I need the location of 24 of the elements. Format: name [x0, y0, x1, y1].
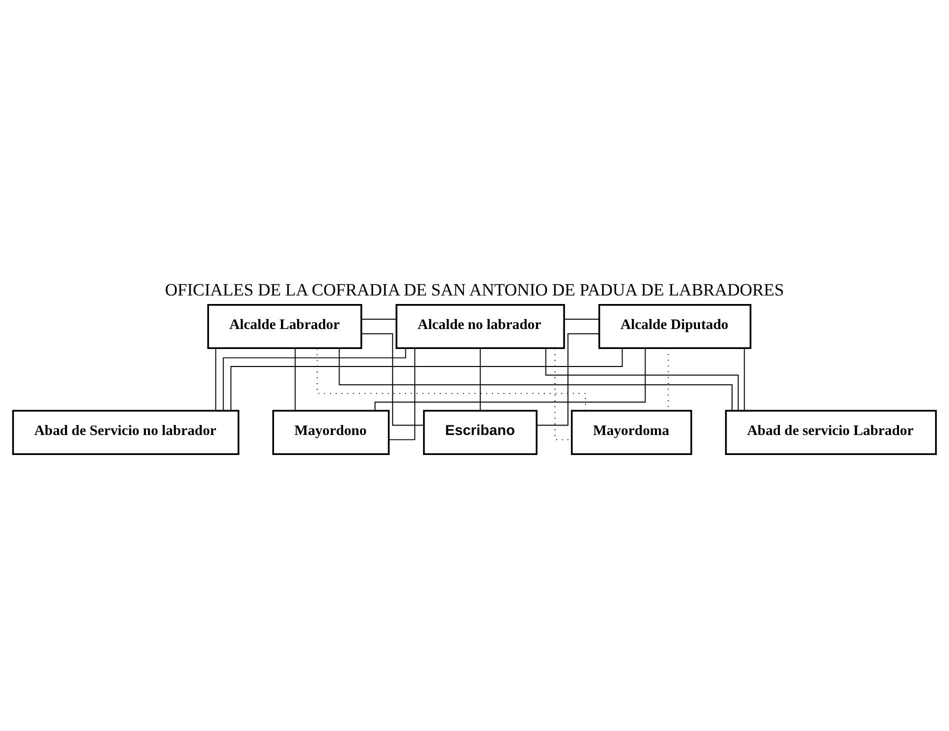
connector [545, 347, 739, 410]
node-box: Mayordoma [570, 409, 692, 455]
connector [222, 347, 406, 410]
connector [316, 347, 586, 411]
node-box: Escribano [423, 409, 538, 455]
connector [360, 318, 397, 320]
node-box: Alcalde Labrador [207, 303, 362, 349]
node-box: Mayordono [272, 409, 390, 455]
node-box: Alcalde Diputado [598, 303, 752, 349]
connector [294, 347, 296, 410]
diagram-title: OFICIALES DE LA COFRADIA DE SAN ANTONIO DE PADUA DE LABRADORES [164, 280, 784, 300]
connector [480, 347, 481, 410]
connector [360, 332, 424, 426]
node-box: Abad de Servicio no labrador [12, 409, 240, 455]
connector [536, 332, 600, 426]
node-box: Abad de servicio Labrador [725, 409, 937, 455]
connector [744, 347, 745, 410]
connector [374, 347, 646, 411]
connector [338, 347, 733, 411]
connector [215, 347, 216, 410]
connector [388, 347, 416, 440]
node-box: Alcalde no labrador [396, 303, 565, 349]
connector [564, 318, 600, 320]
connector [230, 347, 623, 410]
